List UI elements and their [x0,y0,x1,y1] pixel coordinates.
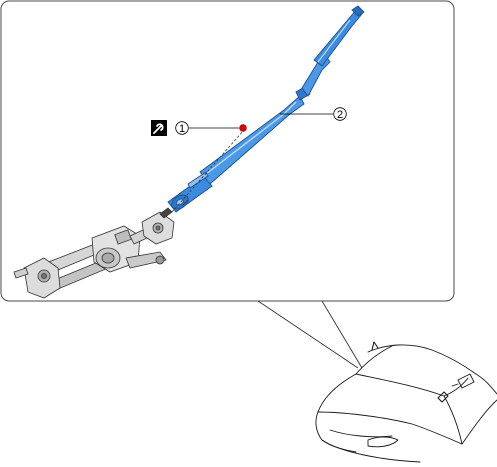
vehicle-outline [315,341,497,463]
wrench-icon [151,120,167,136]
callout-1: 1 [151,120,239,136]
fastener-line [171,129,245,213]
callout-2-number: 2 [337,109,343,121]
nut-marker [239,124,247,132]
zoom-leader-lines [257,300,363,369]
callout-1-number: 1 [179,123,185,135]
wiper-linkage-assembly [13,207,175,299]
detail-frame [0,0,455,302]
callout-1-circle [175,121,189,135]
callout-2-circle [333,107,347,121]
wiper-arm [167,5,365,213]
callout-2: 2 [280,107,347,121]
